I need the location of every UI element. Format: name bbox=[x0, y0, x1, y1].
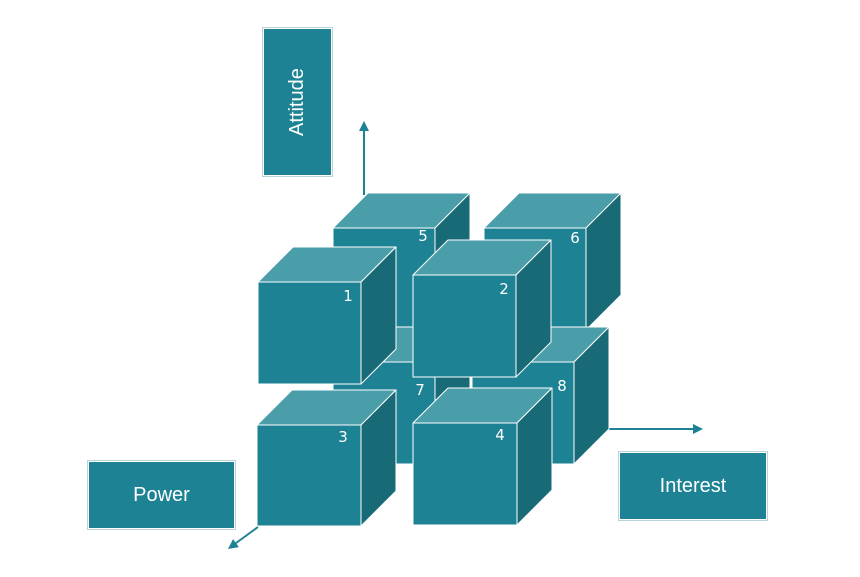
attitude-axis-label: Attitude bbox=[262, 27, 333, 177]
cube-front-face bbox=[257, 281, 362, 385]
cube-number-label: 1 bbox=[343, 287, 353, 305]
power-axis-label: Power bbox=[87, 460, 236, 530]
cube-front-face bbox=[412, 274, 517, 378]
cube-number-label: 7 bbox=[415, 381, 425, 399]
cube-number-label: 3 bbox=[338, 428, 348, 446]
cube-3: 3 bbox=[256, 389, 397, 527]
cube-1: 1 bbox=[257, 246, 397, 385]
cube-front-face bbox=[256, 424, 362, 527]
cube-stack: 5 6 7 8 1 2 3 4 bbox=[256, 192, 622, 527]
cube-front-face bbox=[412, 422, 518, 526]
cube-number-label: 5 bbox=[418, 227, 428, 245]
cube-number-label: 8 bbox=[557, 377, 567, 395]
cube-2: 2 bbox=[412, 239, 552, 378]
power-axis-arrow bbox=[227, 526, 259, 549]
cube-number-label: 4 bbox=[495, 426, 505, 444]
cube-4: 4 bbox=[412, 387, 553, 526]
cube-number-label: 2 bbox=[499, 280, 509, 298]
cube-number-label: 6 bbox=[570, 229, 580, 247]
interest-axis-label: Interest bbox=[618, 451, 768, 521]
